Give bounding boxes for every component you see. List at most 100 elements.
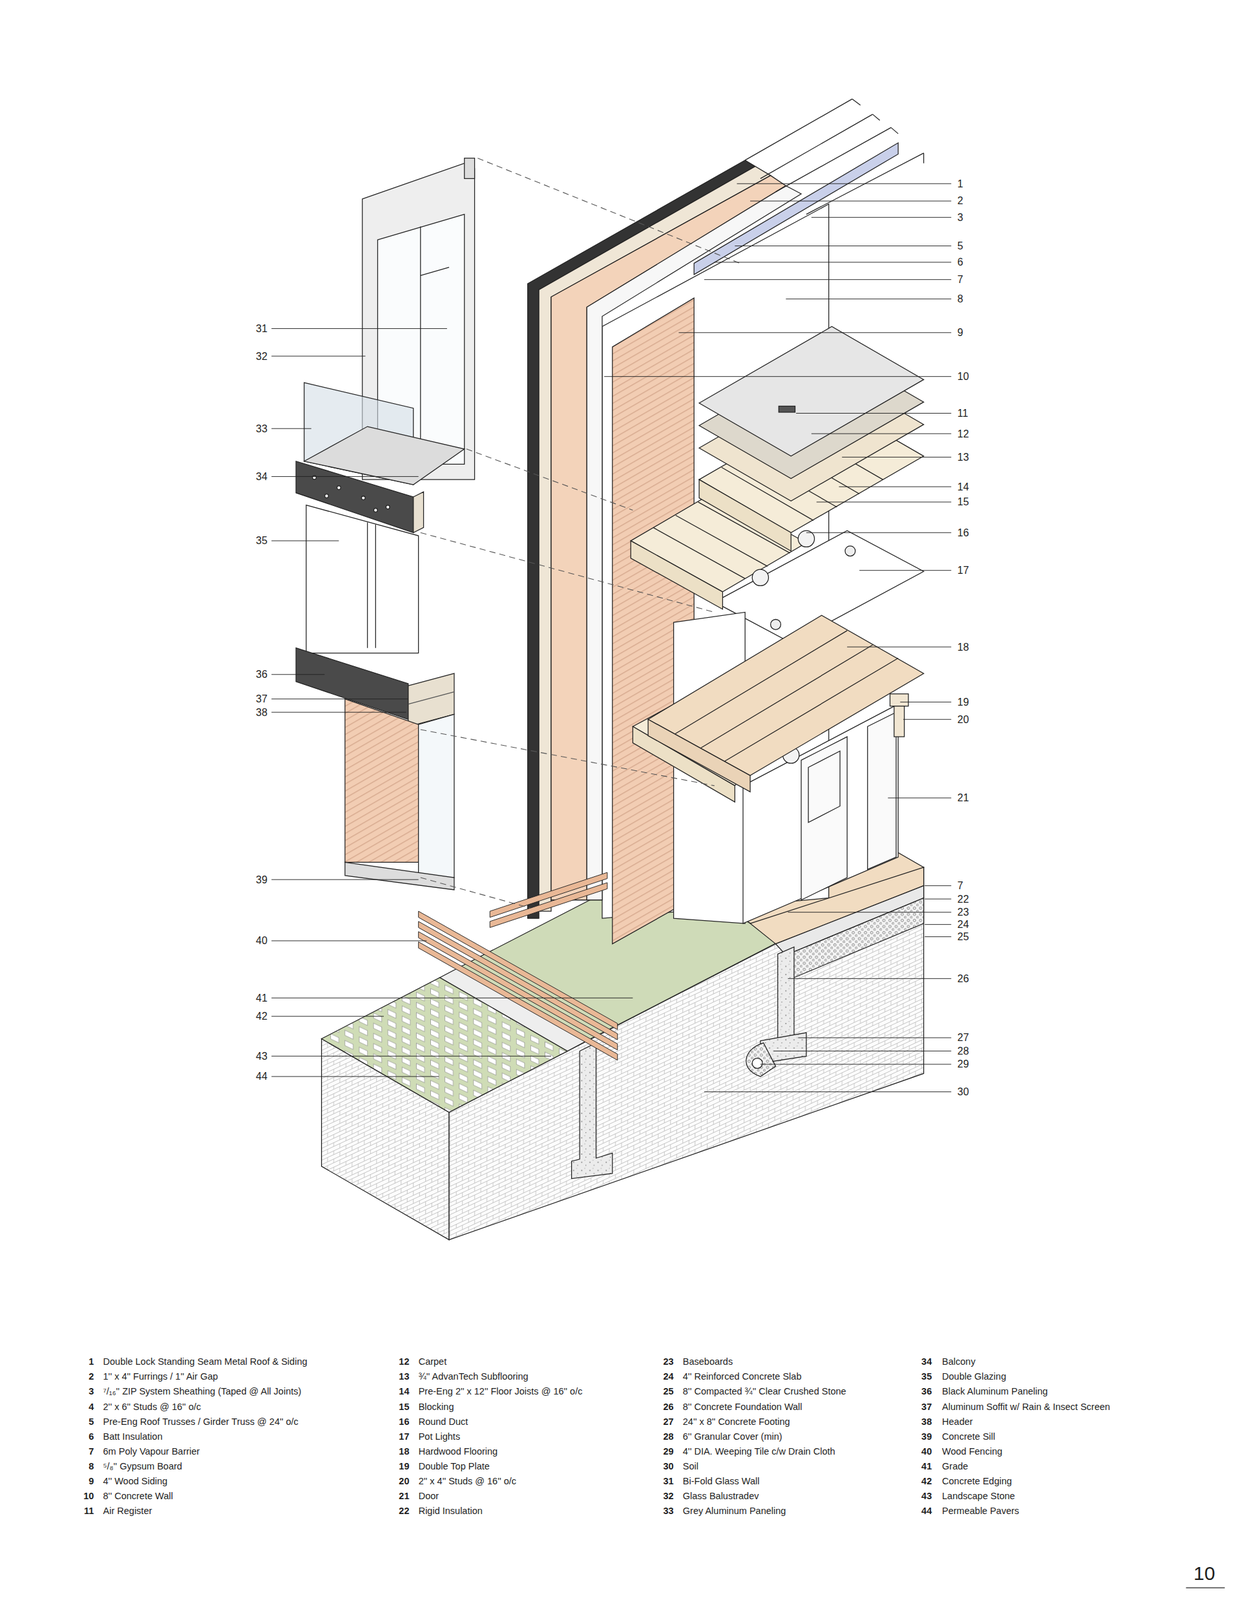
callout: 22	[957, 892, 970, 906]
leader-lines-part	[271, 1055, 552, 1057]
wall-layers-part	[852, 98, 861, 105]
exploded-window-components-part	[375, 524, 377, 649]
legend-number: 25	[662, 1385, 674, 1397]
legend-number: 32	[662, 1490, 674, 1502]
legend-text: Balcony	[942, 1356, 976, 1368]
legend-text: 6m Poly Vapour Barrier	[103, 1445, 201, 1457]
legend-number: 40	[921, 1445, 932, 1457]
wall-layers-part	[775, 127, 892, 192]
legend-number: 36	[921, 1385, 932, 1397]
legend-text: Carpet	[418, 1356, 448, 1368]
callout: 13	[957, 450, 970, 464]
legend-number: 37	[921, 1401, 932, 1413]
leader-lines-part	[271, 673, 325, 675]
wall-layers	[527, 98, 924, 944]
wall-layers-part	[693, 142, 899, 275]
exploded-window-components-part	[361, 496, 366, 501]
legend-text: 8'' Concrete Foundation Wall	[682, 1401, 803, 1413]
legend-number: 19	[398, 1460, 409, 1472]
leader-lines-part	[271, 997, 633, 999]
legend-number: 12	[398, 1356, 409, 1368]
callout: 16	[957, 526, 970, 539]
leader-lines-part	[271, 1015, 384, 1017]
legend-number: 15	[398, 1401, 409, 1413]
leader-lines-part	[924, 923, 952, 925]
legend-number: 30	[662, 1460, 674, 1472]
legend-text: Door	[418, 1490, 439, 1502]
legend-number: 23	[662, 1356, 674, 1368]
legend-number: 41	[921, 1460, 932, 1472]
page-number: 10	[1193, 1561, 1215, 1585]
leader-lines-part	[788, 911, 952, 913]
leader-lines-part	[271, 1075, 439, 1077]
leader-lines-part	[839, 486, 952, 488]
legend-number: 38	[921, 1416, 932, 1428]
legend-number: 4	[88, 1401, 94, 1413]
lower-floor-assembly	[632, 611, 924, 924]
exploded-window-components-part	[385, 505, 390, 510]
leader-lines-part	[797, 1036, 952, 1038]
legend-number: 43	[921, 1490, 932, 1502]
callout: 33	[255, 422, 268, 435]
legend-number: 11	[83, 1505, 94, 1517]
leader-lines-part	[271, 540, 339, 541]
callout: 23	[957, 905, 970, 919]
slab-and-foundation-part	[752, 1058, 763, 1069]
callout: 29	[957, 1057, 970, 1070]
legend-text: Blocking	[418, 1401, 455, 1413]
leader-lines-part	[714, 261, 952, 263]
leader-lines-part	[924, 885, 952, 886]
legend-text: 2'' x 4'' Studs @ 16'' o/c	[418, 1475, 517, 1487]
slab-and-foundation-part	[746, 1042, 776, 1077]
lower-floor-assembly-part	[867, 712, 897, 870]
callout: 7	[957, 273, 964, 286]
callout: 26	[957, 972, 970, 985]
explode-dashed-lines-part	[420, 877, 532, 908]
callout: 25	[957, 930, 970, 943]
leader-lines-part	[737, 183, 952, 185]
leader-lines-part	[924, 936, 952, 937]
callout: 3	[957, 211, 964, 224]
legend-text: 8'' Concrete Wall	[103, 1490, 174, 1502]
upper-floor-assembly-part	[752, 569, 769, 586]
exploded-window-components	[295, 158, 475, 890]
explode-dashed-lines-part	[420, 729, 715, 786]
legend-text: Grade	[942, 1460, 968, 1472]
leader-lines-part	[760, 1063, 952, 1065]
callout: 12	[957, 427, 970, 440]
legend-number: 35	[921, 1371, 932, 1383]
exploded-window-components-part	[420, 267, 450, 276]
legend-text: Air Register	[103, 1505, 153, 1517]
callout: 21	[957, 791, 970, 804]
exploded-window-components-part	[408, 691, 455, 705]
legend-number: 34	[921, 1356, 932, 1368]
leader-lines-part	[900, 701, 952, 703]
legend-number: 28	[662, 1431, 674, 1443]
legend-text: Concrete Sill	[942, 1431, 996, 1443]
legend-text: Soil	[682, 1460, 699, 1472]
leader-lines-part	[271, 328, 448, 329]
legend-text: Pot Lights	[418, 1431, 461, 1443]
wall-layers-part	[890, 127, 899, 134]
legend-number: 24	[662, 1371, 674, 1383]
page-number-rule-part	[1186, 1586, 1226, 1588]
leader-lines-part	[734, 245, 952, 247]
leader-lines-part	[750, 200, 952, 202]
legend-number: 44	[921, 1505, 932, 1517]
callout: 15	[957, 495, 970, 508]
callout: 35	[255, 534, 268, 547]
callout: 6	[957, 255, 964, 269]
callout: 5	[957, 239, 964, 252]
callout: 20	[957, 713, 970, 726]
lower-floor-assembly-part	[724, 658, 899, 762]
explode-dashed-lines	[420, 158, 740, 909]
legend-text: Baseboards	[682, 1356, 733, 1368]
leader-lines-part	[678, 332, 952, 333]
legend-text: ⁷/₁₆'' ZIP System Sheathing (Taped @ All…	[103, 1385, 302, 1397]
legend-text: Grey Aluminum Paneling	[682, 1505, 787, 1517]
wall-layers-part	[872, 114, 880, 121]
legend-text: 6'' Granular Cover (min)	[682, 1431, 783, 1443]
callout: 34	[255, 470, 268, 483]
callout: 8	[957, 292, 964, 305]
exploded-window-components-part	[419, 226, 421, 465]
